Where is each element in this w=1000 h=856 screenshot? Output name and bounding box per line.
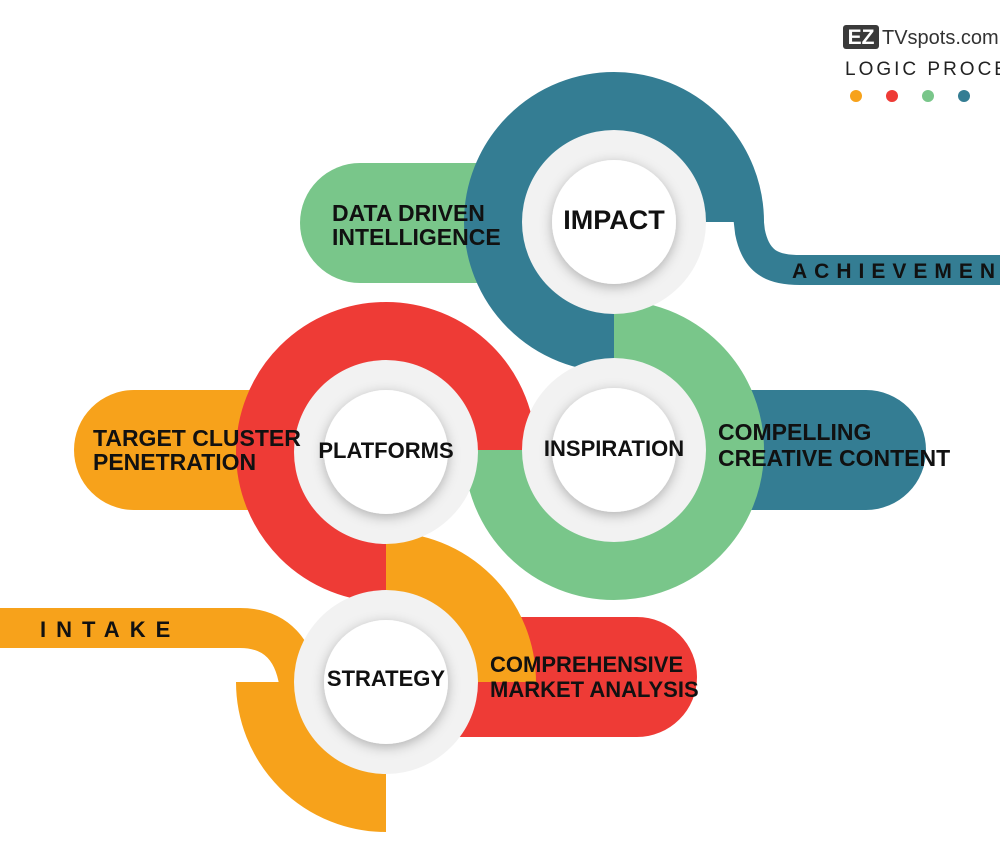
- node-platforms: PLATFORMS: [294, 360, 478, 544]
- achievement-label: ACHIEVEMENT: [792, 260, 1000, 283]
- legend-dot-teal: [958, 90, 970, 102]
- legend-dot-green: [922, 90, 934, 102]
- pill-text-inspiration-line2: CREATIVE CONTENT: [718, 445, 950, 471]
- node-title-inspiration: INSPIRATION: [544, 436, 684, 461]
- legend-dot-red: [886, 90, 898, 102]
- node-title-impact: IMPACT: [563, 205, 665, 235]
- legend-dot-orange: [850, 90, 862, 102]
- ring-strategy: [236, 532, 536, 832]
- node-impact: IMPACT: [522, 130, 706, 314]
- node-strategy: STRATEGY: [294, 590, 478, 774]
- pill-text-strategy-line1: COMPREHENSIVE: [490, 652, 683, 677]
- intake-label: INTAKE: [40, 617, 180, 642]
- logo-subtitle: LOGIC PROCESS: [845, 59, 1000, 80]
- ring-inspiration: [464, 300, 764, 600]
- logo-site: TVspots.com: [882, 27, 999, 49]
- pill-text-inspiration-line1: COMPELLING: [718, 419, 871, 445]
- ring-platforms: [236, 302, 536, 602]
- pill-text-strategy-line2: MARKET ANALYSIS: [490, 677, 699, 702]
- pill-text-impact-line2: INTELLIGENCE: [332, 224, 501, 250]
- ring-impact: [464, 72, 764, 372]
- node-title-platforms: PLATFORMS: [318, 438, 453, 463]
- logo-badge: [843, 25, 879, 49]
- pill-text-impact-line1: DATA DRIVEN: [332, 200, 485, 226]
- pill-text-platforms-line2: PENETRATION: [93, 449, 256, 475]
- node-inspiration: INSPIRATION: [522, 358, 706, 542]
- node-title-strategy: STRATEGY: [327, 666, 445, 691]
- logo-letters: EZ: [848, 26, 875, 49]
- brand-logo: EZ TVspots.com LOGIC PROCESS: [843, 25, 1000, 102]
- pill-text-platforms-line1: TARGET CLUSTER: [93, 425, 301, 451]
